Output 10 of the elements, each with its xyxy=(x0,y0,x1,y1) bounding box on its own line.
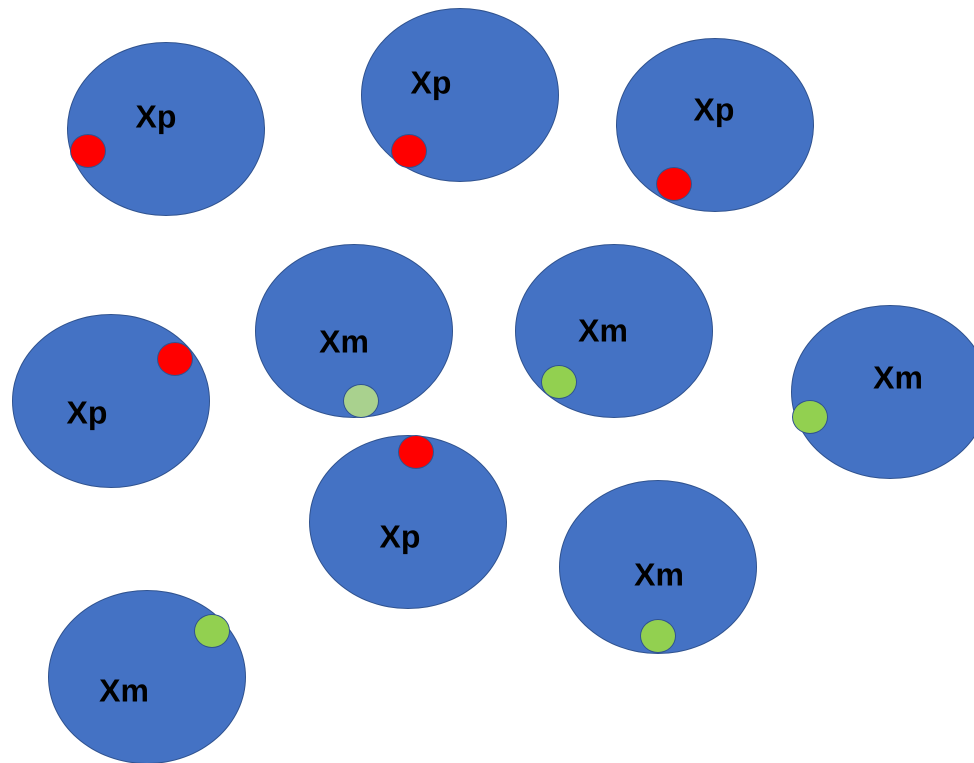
cell-label: Xp xyxy=(136,98,176,136)
cell-label: Xm xyxy=(578,312,628,350)
cell-label: Xm xyxy=(634,556,684,594)
cell-label: Xm xyxy=(319,324,369,360)
cell-label: Xp xyxy=(380,518,420,556)
cell-label: Xp xyxy=(66,394,108,432)
cell-label: Xp xyxy=(410,64,452,102)
cell-label: Xm xyxy=(99,672,149,710)
cell-label: Xp xyxy=(694,92,734,128)
cell-label: Xm xyxy=(873,360,923,396)
